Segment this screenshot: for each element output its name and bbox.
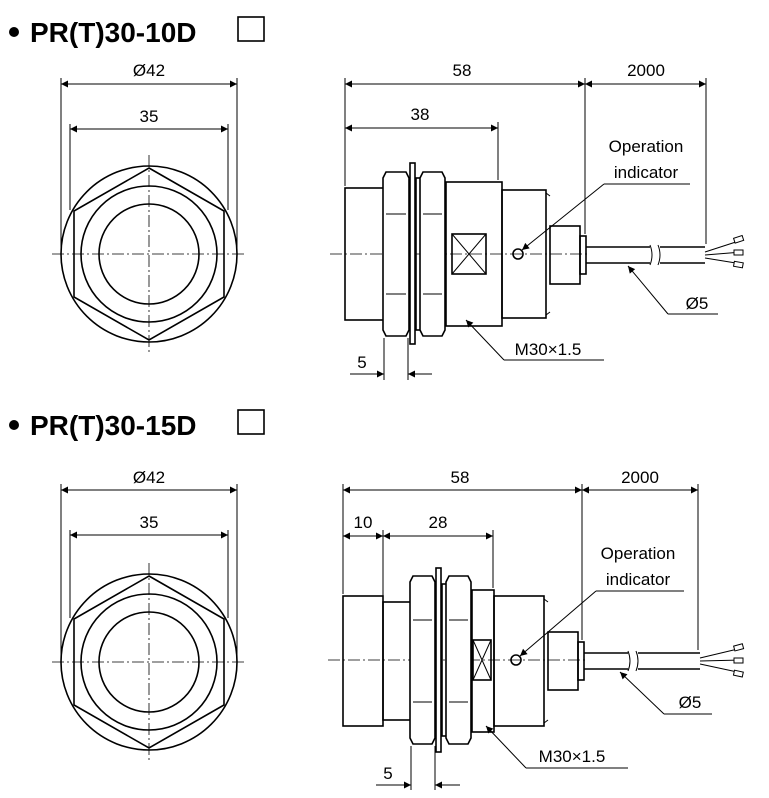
bullet-icon (9, 420, 19, 430)
indicator-label-line1: Operation (609, 137, 684, 156)
dim-cable-length: 2000 (621, 468, 659, 487)
dim-length: 58 (453, 61, 472, 80)
bullet-icon (9, 27, 19, 37)
dim-nut-thickness: 5 (383, 764, 392, 783)
dim-nut-thickness: 5 (357, 353, 366, 372)
model-2-title: PR(T)30-15D (30, 410, 196, 441)
dim-outer-diameter: Ø42 (133, 468, 165, 487)
model-2-front-view: Ø42 35 (52, 468, 246, 760)
dim-length: 58 (451, 468, 470, 487)
checkbox-square-icon (237, 16, 265, 42)
cable-diameter: Ø5 (679, 693, 702, 712)
indicator-label-line2: indicator (606, 570, 671, 589)
indicator-label-line2: indicator (614, 163, 679, 182)
model-1-front-view: Ø42 35 (52, 61, 246, 352)
model-2-side-view: 58 2000 10 28 5 M30×1.5 Operation (328, 468, 745, 790)
cable-diameter: Ø5 (686, 294, 709, 313)
dim-hex-width: 35 (140, 513, 159, 532)
thread-spec: M30×1.5 (539, 747, 606, 766)
model-2-section: PR(T)30-15D Ø42 35 (9, 409, 745, 790)
dim-outer-diameter: Ø42 (133, 61, 165, 80)
dim-cable-length: 2000 (627, 61, 665, 80)
model-1-section: PR(T)30-10D Ø42 35 (9, 16, 745, 380)
model-1-side-view: 58 2000 38 5 M30×1.5 Operation indicator (330, 61, 745, 380)
indicator-label-line1: Operation (601, 544, 676, 563)
thread-spec: M30×1.5 (515, 340, 582, 359)
dim-hex-width: 35 (140, 107, 159, 126)
checkbox-square-icon (237, 409, 265, 435)
dim-thread-length: 38 (411, 105, 430, 124)
model-1-title: PR(T)30-10D (30, 17, 196, 48)
dim-thread-length: 28 (429, 513, 448, 532)
dim-offset: 10 (354, 513, 373, 532)
